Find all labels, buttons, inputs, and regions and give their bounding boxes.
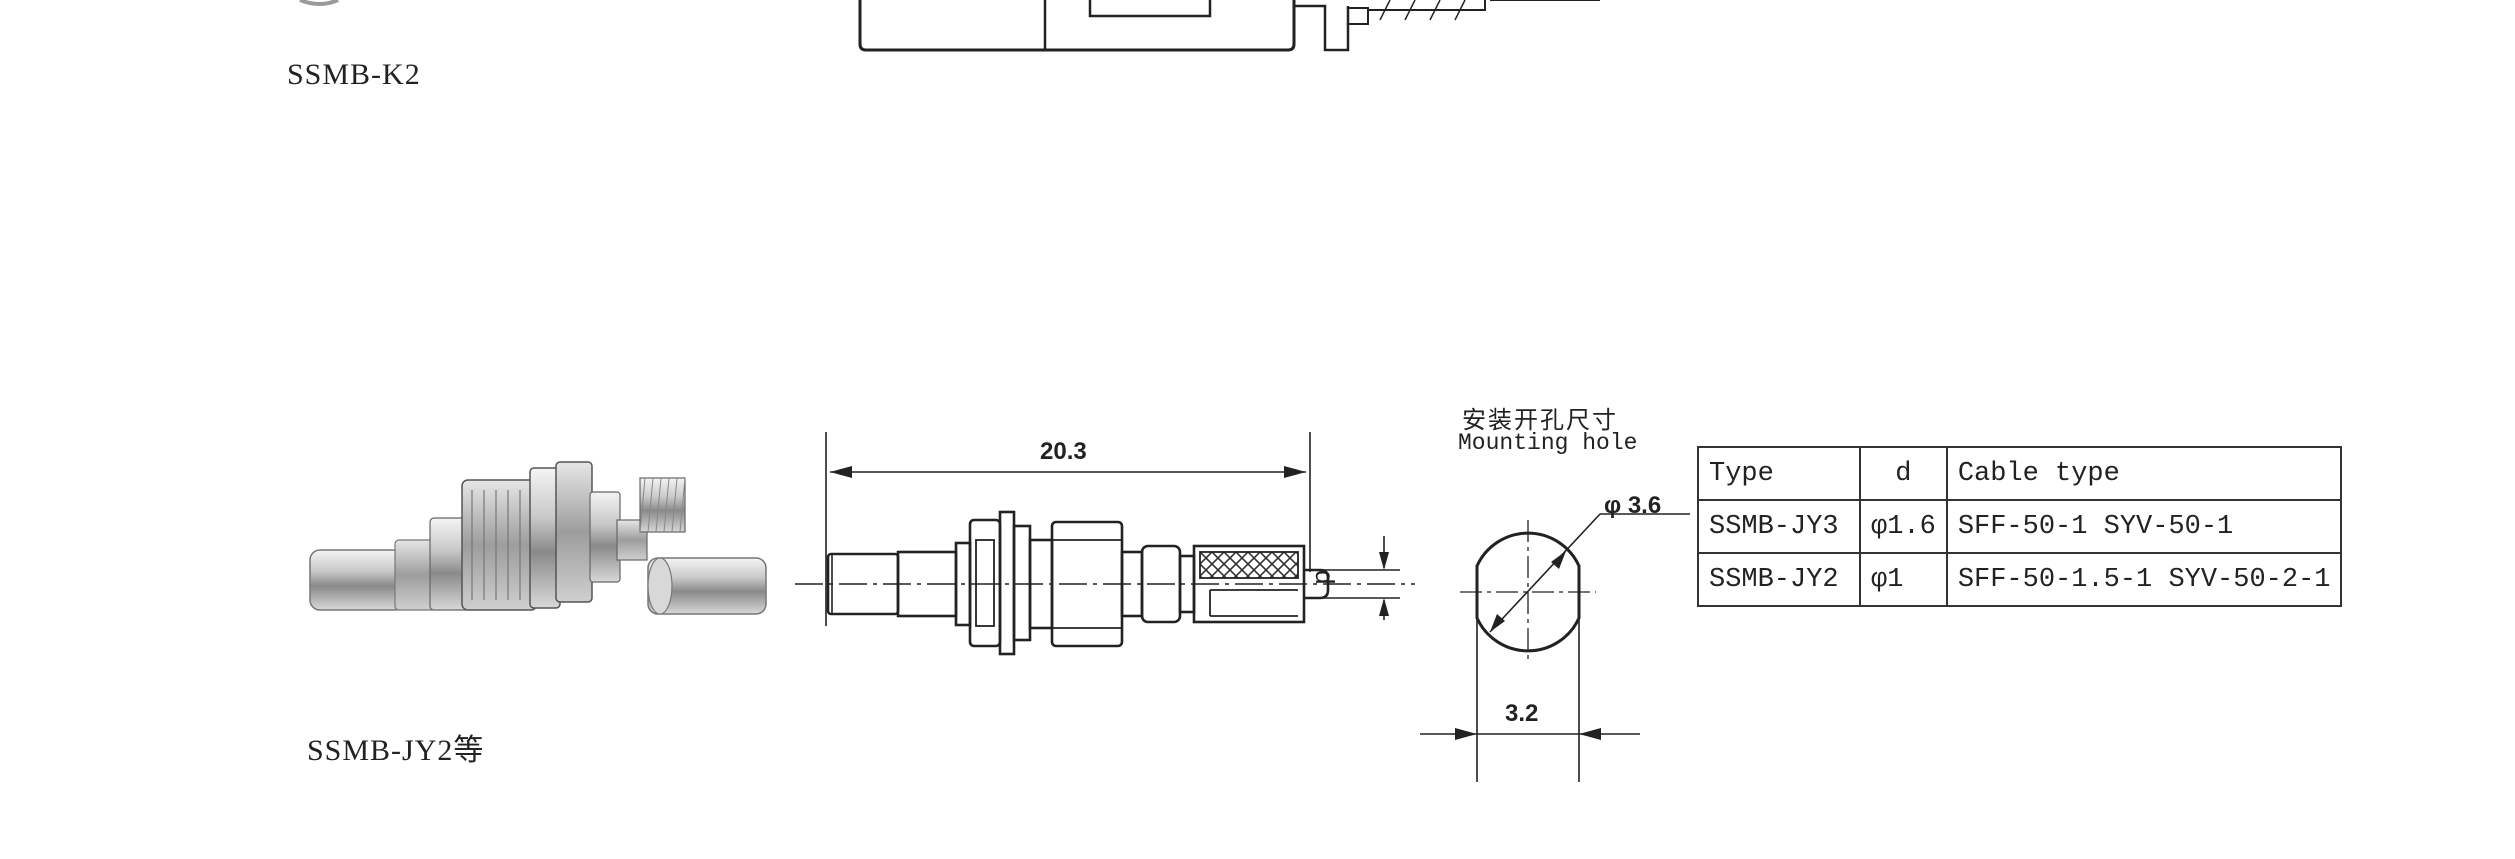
table-header-row: Type d Cable type bbox=[1697, 446, 2343, 501]
model-label-ssmb-jy2: SSMB-JY2等 bbox=[307, 734, 485, 767]
cell-cable-type: SFF-50-1 SYV-50-1 bbox=[1945, 499, 2343, 554]
length-dimension-label: 20.3 bbox=[1040, 438, 1087, 465]
hole-diameter-label: φ 3.6 bbox=[1604, 492, 1662, 519]
table-row: SSMB-JY3 φ1.6 SFF-50-1 SYV-50-1 bbox=[1697, 499, 2343, 554]
spec-table: Type d Cable type SSMB-JY3 φ1.6 SFF-50-1… bbox=[1697, 446, 2343, 607]
side-view-drawing bbox=[795, 432, 1415, 656]
cell-cable-type: SFF-50-1.5-1 SYV-50-2-1 bbox=[1945, 552, 2343, 607]
header-type: Type bbox=[1697, 446, 1861, 501]
mounting-hole-title-en: Mounting hole bbox=[1458, 430, 1638, 456]
mounting-hole-title-cn: 安装开孔尺寸 bbox=[1462, 409, 1618, 436]
top-connector-drawing bbox=[858, 0, 1600, 52]
model-label-ssmb-k2: SSMB-K2 bbox=[287, 58, 421, 91]
cell-d: φ1.6 bbox=[1859, 499, 1948, 554]
mounting-hole-drawing bbox=[1420, 513, 1690, 782]
cell-d: φ1 bbox=[1859, 552, 1948, 607]
header-d: d bbox=[1859, 446, 1948, 501]
d-dimension-label: d bbox=[1310, 570, 1340, 585]
table-row: SSMB-JY2 φ1 SFF-50-1.5-1 SYV-50-2-1 bbox=[1697, 552, 2343, 607]
cell-type: SSMB-JY2 bbox=[1697, 552, 1861, 607]
connector-photo bbox=[309, 461, 767, 615]
cell-type: SSMB-JY3 bbox=[1697, 499, 1861, 554]
top-photo-fragment bbox=[299, 0, 339, 6]
header-cable-type: Cable type bbox=[1945, 446, 2343, 501]
hole-flat-dimension-label: 3.2 bbox=[1505, 700, 1539, 727]
